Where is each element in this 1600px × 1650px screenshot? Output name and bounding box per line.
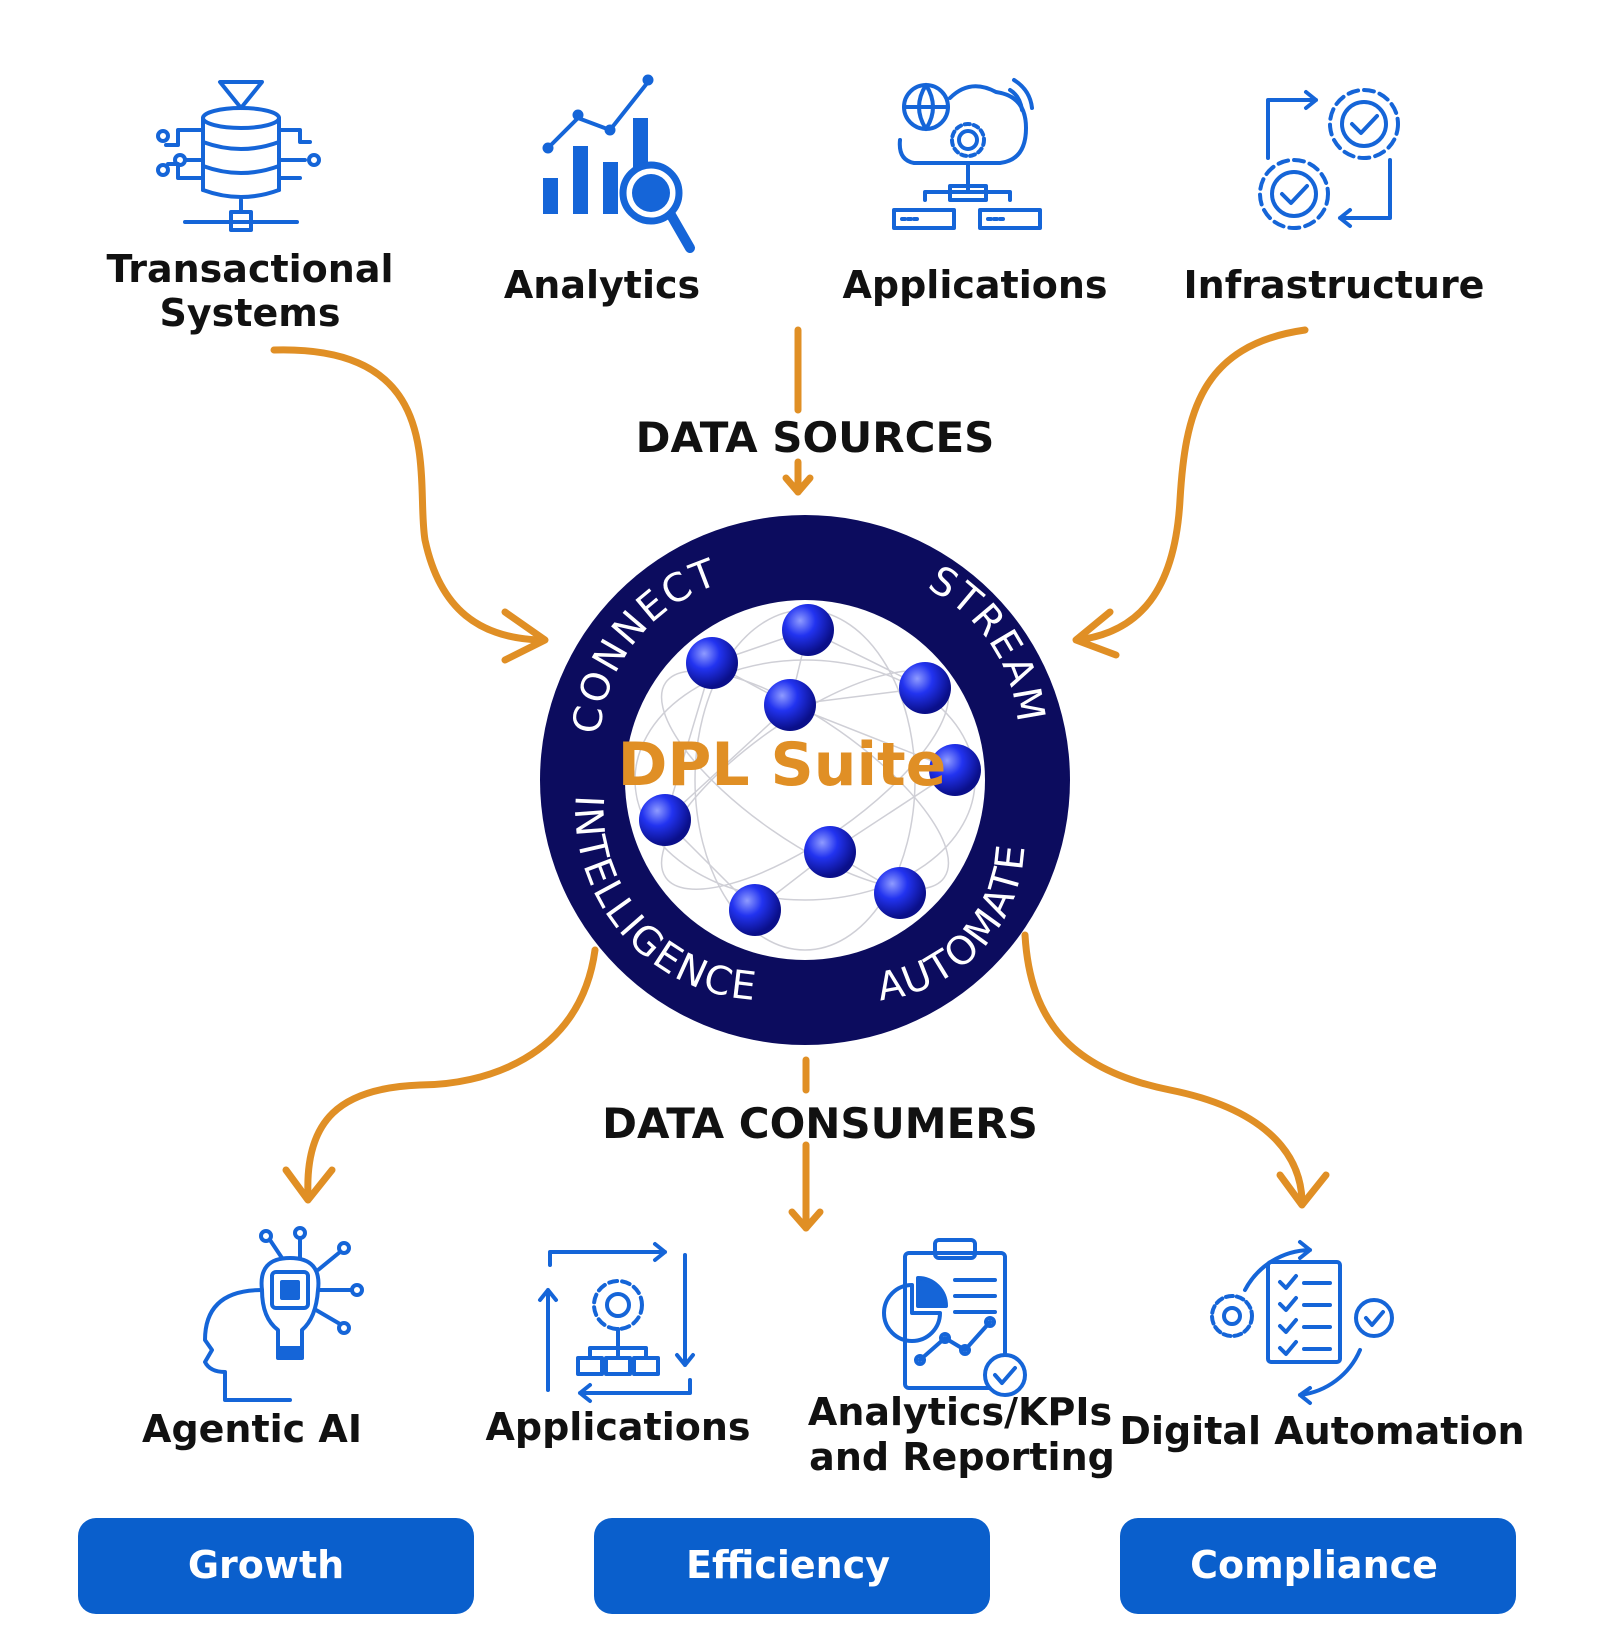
network-node [639,794,691,846]
source-label-applications: Applications [843,263,1108,307]
outcome-pill-growth: Growth [78,1518,474,1614]
network-node [929,744,981,796]
network-node [729,884,781,936]
network-node [874,867,926,919]
checklist-automation-icon [1210,1240,1394,1405]
outcome-pill-compliance: Compliance [1120,1518,1516,1614]
dpl-suite-hub: DPL Suite CONNECT STREAM AUTOMATE INTELL… [540,515,1070,1045]
network-node [686,637,738,689]
database-icon [156,80,321,232]
arrow-infrastructure-to-hub [1074,326,1309,644]
analytics-chart-icon [542,74,695,253]
data-consumers-heading: DATA CONSUMERS [602,1099,1038,1148]
growth-pill-label: Growth [188,1543,344,1587]
outcome-pill-efficiency: Efficiency [594,1518,990,1614]
compliance-pill-bg [1120,1518,1516,1614]
efficiency-pill-bg [594,1518,990,1614]
consumer-label-analytics-kpis-line2: and Reporting [809,1435,1115,1479]
workflow-gear-icon [538,1242,695,1403]
consumer-label-agentic-ai: Agentic AI [142,1407,362,1451]
compliance-pill-label: Compliance [1190,1543,1438,1587]
network-node [899,662,951,714]
source-label-infrastructure: Infrastructure [1184,263,1485,307]
network-nodes [639,604,981,936]
source-label-transactional-line2: Systems [160,291,341,335]
arrow-transactional-to-hub [270,346,544,644]
consumer-label-applications: Applications [486,1405,751,1449]
hub-title: DPL Suite [618,730,947,800]
growth-pill-bg [78,1518,474,1614]
source-label-transactional-line1: Transactional [107,247,394,291]
efficiency-pill-label: Efficiency [686,1543,890,1587]
outgoing-arrows [282,931,1330,1232]
cloud-applications-icon [892,78,1042,230]
arrow-hub-to-digital-automation [1021,931,1306,1204]
network-node [804,826,856,878]
gears-cycle-icon [1258,88,1400,230]
report-clipboard-icon [882,1238,1027,1397]
ai-head-bulb-icon [203,1226,364,1402]
incoming-arrows [270,326,1309,664]
network-node [782,604,834,656]
network-node [764,679,816,731]
consumer-label-digital-automation: Digital Automation [1119,1409,1524,1453]
arrow-hub-to-agentic-ai [304,946,599,1199]
source-label-analytics: Analytics [504,263,700,307]
consumer-label-analytics-kpis-line1: Analytics/KPIs [808,1390,1112,1434]
data-sources-heading: DATA SOURCES [636,413,995,462]
